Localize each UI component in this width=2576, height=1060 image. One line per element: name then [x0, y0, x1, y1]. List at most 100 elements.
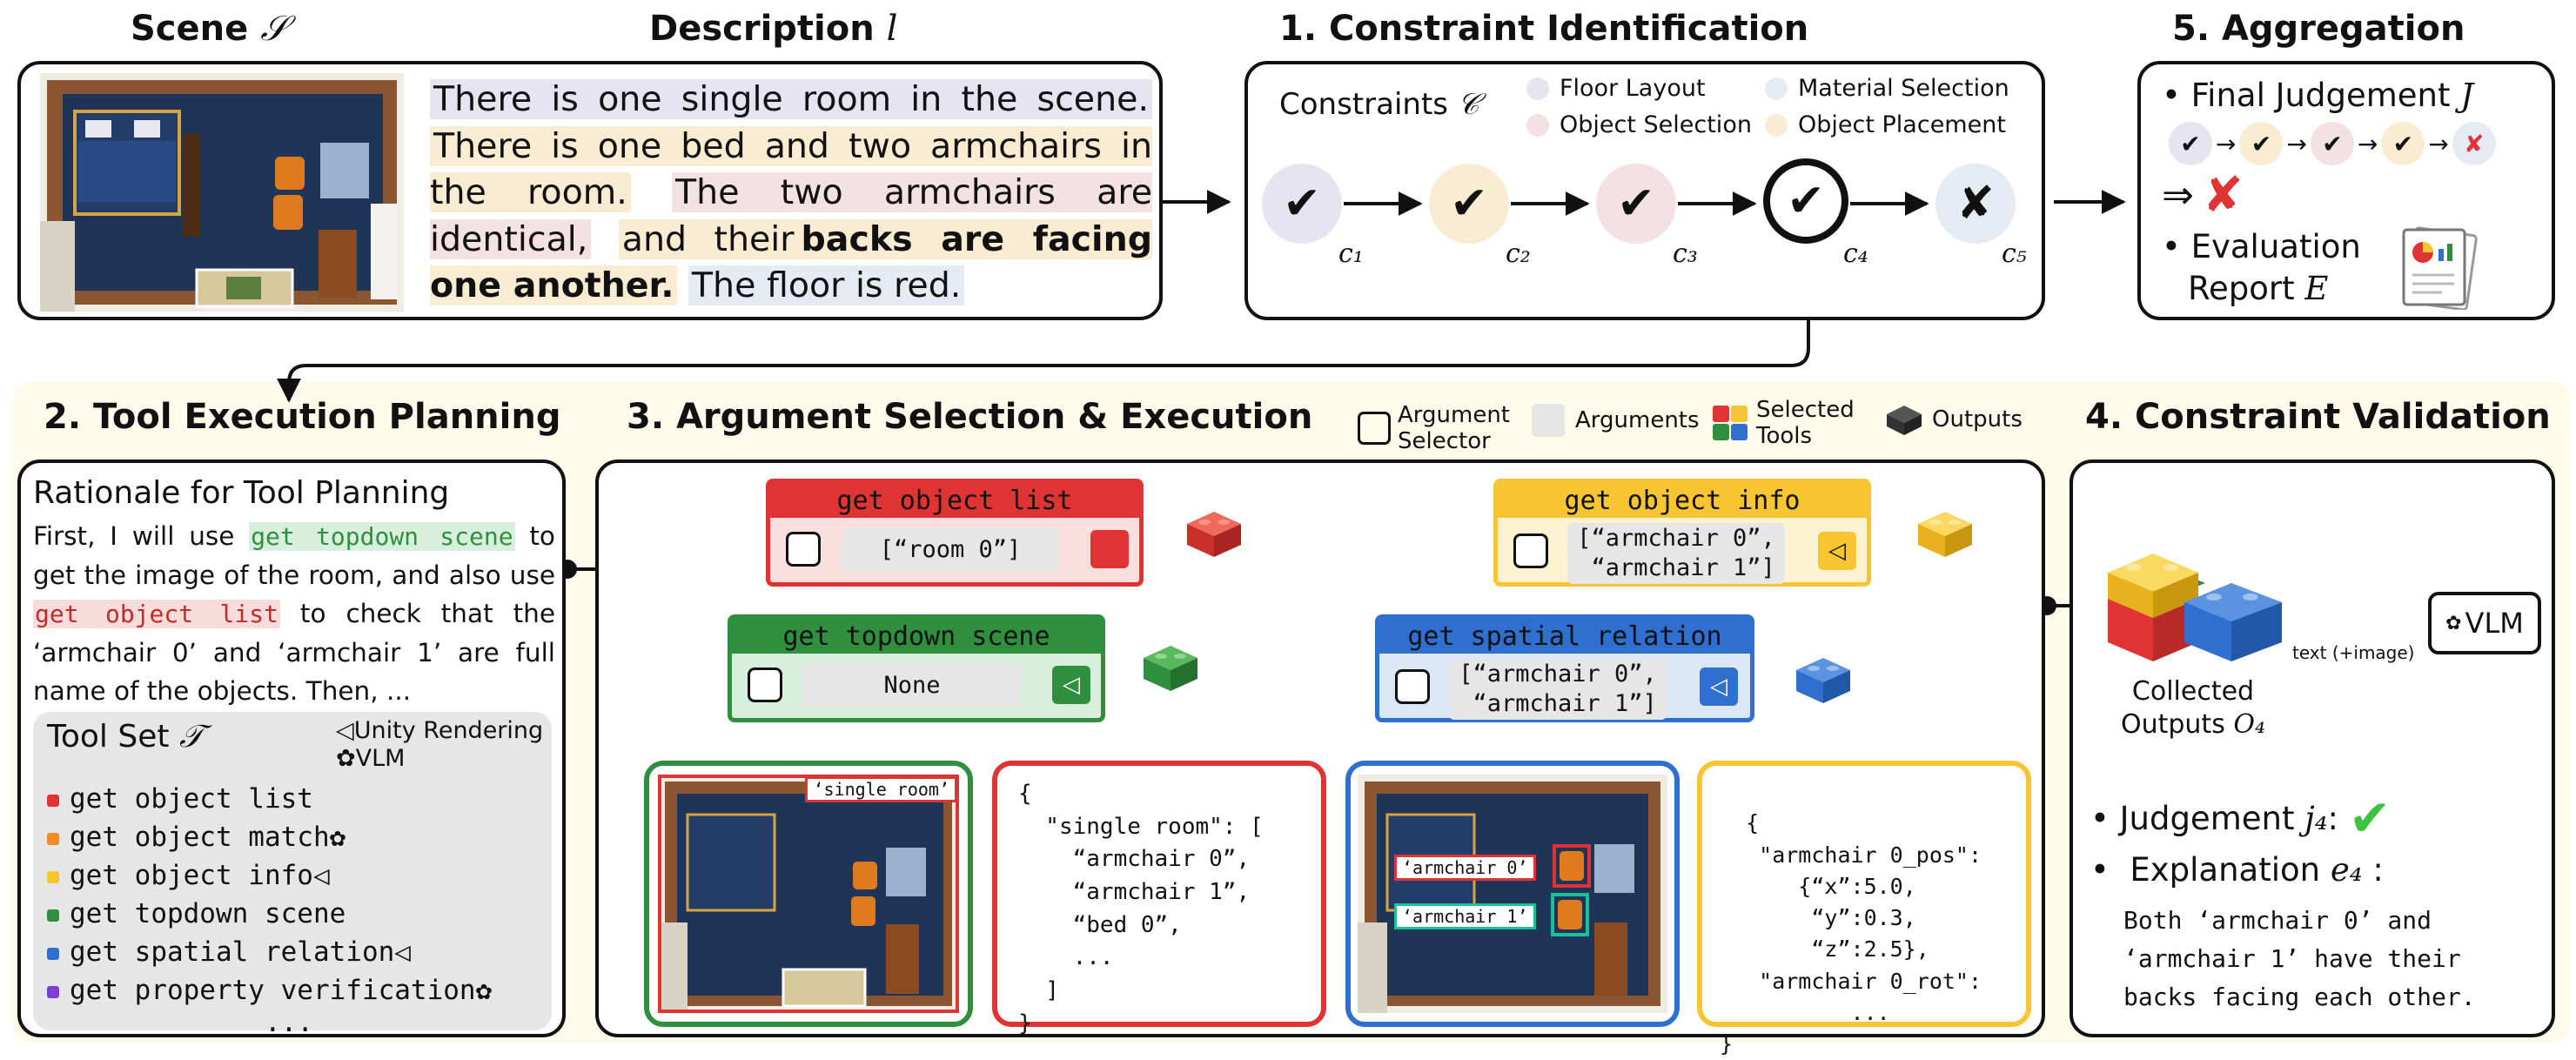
tool-item[interactable]: get topdown scene: [47, 895, 492, 933]
output-block-blue: [1796, 658, 1850, 703]
selected-tools-label: Selected Tools: [1756, 397, 1855, 449]
argument-values: [“armchair 0”, “armchair 1”]: [1567, 523, 1785, 584]
tool-name: get topdown scene: [70, 898, 346, 929]
argument-values: [“armchair 0”, “armchair 1”]: [1449, 659, 1667, 720]
report-document-icon: [2402, 226, 2478, 310]
constraint-chain-arrows: [1344, 191, 1929, 216]
constraint-node-3: ✔: [1596, 164, 1676, 244]
judgement-symbol: j₄: [2304, 799, 2328, 837]
legend-arguments: Arguments: [1532, 404, 1700, 437]
collected-symbol: O₄: [2233, 709, 2265, 740]
constraints-label-text: Constraints: [1279, 87, 1448, 122]
chain-arrow-icon: →: [2216, 129, 2237, 158]
description-symbol: l: [886, 9, 898, 49]
explanation-line: • Explanation e₄ :: [2090, 851, 2384, 889]
description-sentence-1: There is one single room in the scene.: [430, 79, 1152, 119]
tool-call-header: get object info: [1498, 483, 1867, 518]
selector-swatch: [1358, 412, 1391, 445]
unity-icon: ◁: [1710, 674, 1727, 700]
legend-vlm-label: VLM: [355, 745, 406, 772]
argument-selector[interactable]: [1395, 669, 1430, 704]
check-icon: ✔: [1617, 178, 1655, 230]
constraint-node-5: ✘: [1935, 164, 2016, 244]
description-title: Description l: [649, 9, 897, 49]
toolset-symbol: 𝒯: [178, 719, 204, 755]
chain-node-5: ✘: [2452, 122, 2496, 165]
constraint-node-1: ✔: [1262, 164, 1342, 244]
collected-blocks-icon: [2108, 553, 2282, 661]
constraints-symbol: 𝒞: [1457, 87, 1479, 122]
constraint-panel: Constraints 𝒞 Floor Layout Material Sele…: [1244, 61, 2045, 320]
argument-selector[interactable]: [748, 668, 782, 702]
toolset-label: Tool Set 𝒯: [47, 719, 204, 755]
openai-icon: ✿: [336, 745, 356, 772]
constraint-sub-4: c₄: [1843, 238, 1868, 269]
fail-cross-icon: ✘: [2202, 167, 2244, 224]
constraint-sub-3: c₃: [1673, 238, 1698, 269]
planning-title: 2. Tool Execution Planning: [44, 397, 561, 437]
single-room-tag: ‘single room’: [805, 776, 957, 802]
unity-icon: ◁: [1828, 538, 1846, 564]
tool-item[interactable]: get spatial relation◁: [47, 933, 492, 971]
tool-call-header: get object list: [770, 483, 1139, 518]
final-judgement-symbol: J: [2460, 77, 2474, 114]
constraint-node-4-selected: ✔: [1763, 158, 1848, 244]
output-topdown-image: ‘single room’: [644, 761, 973, 1027]
tool-square-red: [1090, 530, 1129, 568]
tool-name: get object info: [70, 860, 313, 891]
unity-icon: ◁: [336, 717, 354, 744]
toolset-legend: ◁Unity Rendering ✿VLM: [336, 717, 543, 773]
rationale-part-2: to get the image of the room, and also u…: [33, 521, 555, 590]
explanation-label: Explanation: [2130, 851, 2321, 889]
topdown-render: [658, 775, 959, 1013]
chain-node-4: ✔: [2381, 122, 2425, 165]
legend-object-placement: Object Placement: [1765, 111, 2006, 138]
output-block-yellow: [1918, 512, 1972, 557]
tool-color-dot: [47, 794, 59, 807]
tool-list: get object list get object match✿ get ob…: [47, 780, 492, 1037]
legend-argument-selector: Argument Selector: [1358, 402, 1519, 454]
constraints-label: Constraints 𝒞: [1279, 87, 1479, 122]
tool-color-dot: [47, 947, 59, 960]
unity-icon: ◁: [312, 860, 330, 891]
object-placement-label: Object Placement: [1798, 111, 2006, 138]
output-object-info-json: { "armchair 0_pos": {“x”:5.0, “y”:0.3, “…: [1697, 761, 2031, 1057]
judgement-label: Judgement: [2119, 799, 2295, 837]
outputs-block-icon: [1887, 406, 1922, 435]
tool-call-object-list: get object list [“room 0”]: [766, 479, 1144, 587]
argument-selector[interactable]: [1513, 533, 1548, 568]
tool-item[interactable]: get property verification✿: [47, 971, 492, 1010]
tool-item[interactable]: get object match✿: [47, 818, 492, 856]
check-icon: ✔: [1283, 178, 1321, 230]
arguments-label: Arguments: [1575, 407, 1700, 433]
constraint-sub-1: c₁: [1338, 238, 1364, 269]
openai-icon: ✿: [329, 822, 346, 853]
object-info-json-text: { "armchair 0_pos": {“x”:5.0, “y”:0.3, “…: [1720, 810, 1982, 1057]
report-symbol: E: [2304, 270, 2329, 307]
argument-values: [“room 0”]: [842, 528, 1059, 572]
floor-layout-label: Floor Layout: [1560, 75, 1706, 102]
argument-title: 3. Argument Selection & Execution: [627, 397, 1313, 437]
tool-call-header: get spatial relation: [1379, 619, 1750, 654]
implies-result: ⇒ ✘: [2162, 167, 2244, 224]
check-icon: ✔: [1450, 178, 1488, 230]
object-selection-label: Object Selection: [1560, 111, 1752, 138]
tool-item[interactable]: get object info◁: [47, 856, 492, 895]
openai-icon: ✿: [2445, 612, 2462, 634]
chain-node-1: ✔: [2169, 122, 2212, 165]
unity-icon: ◁: [1063, 672, 1080, 698]
scene-description-panel: There is one single room in the scene. T…: [17, 61, 1163, 320]
judgement-chain: ✔ → ✔ → ✔ → ✔ → ✘: [2169, 122, 2496, 165]
evaluation-text: Evaluation: [2190, 228, 2361, 265]
tool-call-topdown-scene: get topdown scene None ◁: [728, 614, 1105, 722]
bullet: •: [2090, 851, 2120, 889]
argument-selector[interactable]: [786, 532, 821, 567]
bullet: •: [2162, 228, 2191, 265]
tool-call-spatial-relation: get spatial relation [“armchair 0”, “arm…: [1375, 614, 1754, 722]
rationale-part-3: to check that the ‘armchair 0’ and ‘armc…: [33, 599, 555, 706]
tool-call-header: get topdown scene: [732, 619, 1101, 654]
object-selection-swatch: [1526, 113, 1549, 137]
bullet: •: [2090, 799, 2120, 837]
scene-title: Scene 𝒮: [131, 9, 287, 49]
tool-item[interactable]: get object list: [47, 780, 492, 818]
